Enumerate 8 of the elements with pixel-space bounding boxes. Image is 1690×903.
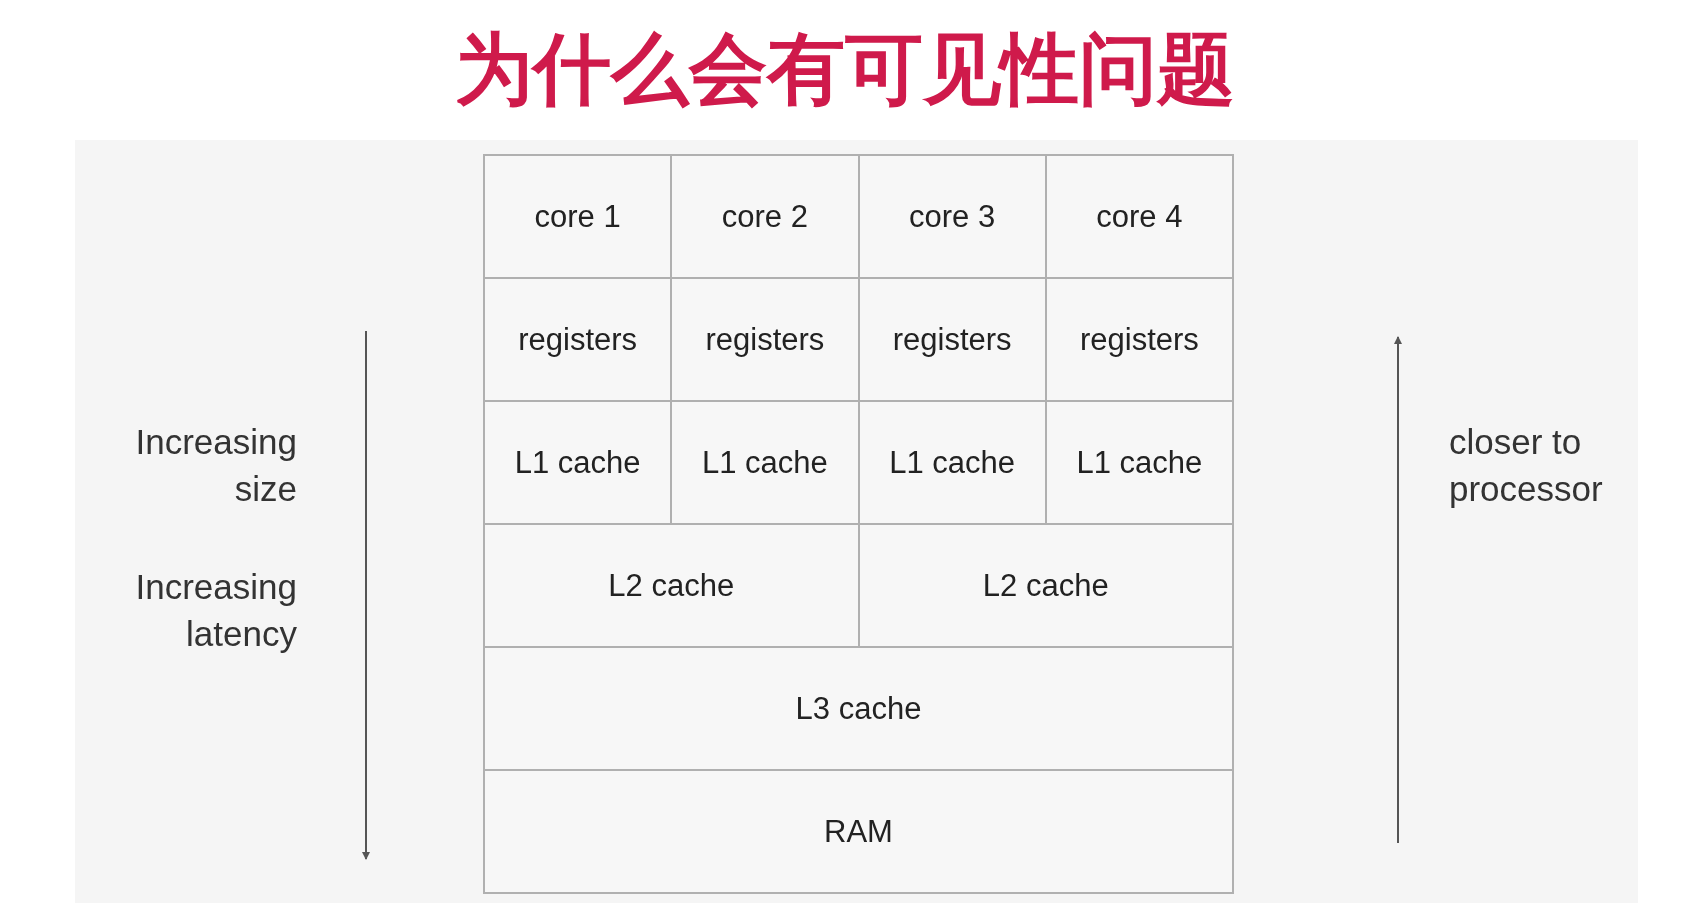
memory-cell: core 1 [483,154,673,279]
memory-cell: L3 cache [483,646,1234,771]
memory-cell: core 4 [1044,154,1234,279]
side-label: Increasing size [134,421,297,510]
title: 为什么会有可见性问题 [454,23,1236,116]
memory-cell: RAM [483,769,1234,894]
side-label: Increasing latency [134,566,297,655]
side-label: closer to processor [1449,421,1604,510]
